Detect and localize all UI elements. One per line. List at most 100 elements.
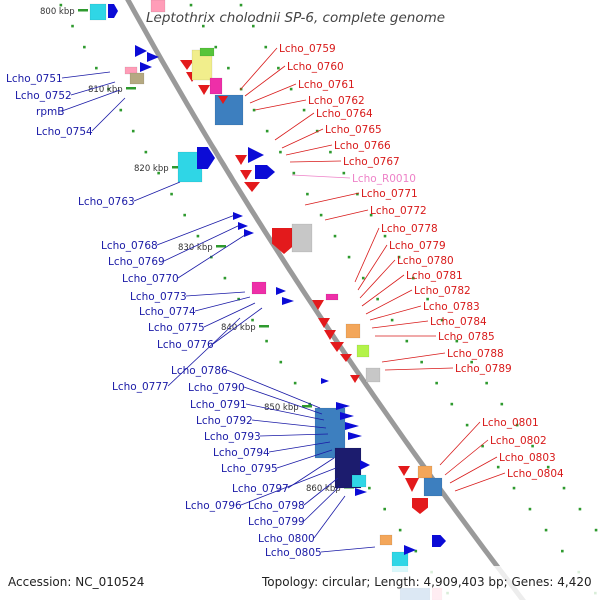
- gene-arrow: [345, 422, 359, 430]
- gene-label-leader: [439, 421, 481, 466]
- gene-label-leader: [313, 495, 346, 539]
- gene-arrow: [218, 96, 228, 104]
- ring-tick: [405, 339, 409, 343]
- kbp-label: 850 kbp: [264, 403, 299, 413]
- gene-label-Lcho_0751: Lcho_0751: [6, 73, 63, 85]
- ring-tick: [578, 507, 582, 511]
- gene-label-leader: [304, 192, 360, 206]
- gene-arrow: [147, 52, 159, 62]
- gene-arrow: [340, 412, 354, 420]
- gene-label-leader: [249, 83, 297, 104]
- ring-tick: [189, 3, 193, 7]
- gene-label-leader: [163, 224, 241, 262]
- gene-label-Lcho_0768: Lcho_0768: [101, 240, 158, 252]
- genome-backbone: [125, 0, 526, 600]
- gene-arrow: [276, 287, 286, 295]
- gene-label-Lcho_0774: Lcho_0774: [139, 306, 196, 318]
- gene-label-Lcho_0783: Lcho_0783: [423, 301, 480, 313]
- gene-label-leader: [354, 227, 380, 283]
- gene-label-leader: [177, 234, 246, 279]
- gene-label-leader: [61, 71, 111, 79]
- gene-label-leader: [274, 112, 315, 141]
- gene-label-leader: [361, 274, 405, 307]
- gene-block: [89, 3, 107, 21]
- gene-label-Lcho_0791: Lcho_0791: [190, 399, 247, 411]
- gene-label-leader: [384, 367, 454, 371]
- ring-tick: [481, 444, 484, 448]
- kbp-label: 820 kbp: [134, 164, 169, 174]
- ring-tick: [496, 465, 500, 469]
- gene-label-leader: [268, 441, 331, 453]
- ring-tick: [157, 171, 160, 175]
- gene-label-Lcho_0781: Lcho_0781: [406, 270, 463, 282]
- ring-tick: [279, 150, 282, 154]
- ring-tick: [500, 402, 504, 406]
- gene-label-Lcho_0789: Lcho_0789: [455, 363, 512, 375]
- ring-tick: [237, 297, 240, 301]
- gene-block: [365, 367, 381, 383]
- ring-tick: [306, 192, 309, 196]
- gene-arrow: [336, 402, 350, 410]
- gene-block: [325, 293, 339, 301]
- gene-label-leader: [91, 97, 126, 132]
- gene-label-leader: [167, 317, 241, 387]
- gene-label-Lcho_0800: Lcho_0800: [258, 533, 315, 545]
- gene-label-Lcho_0770: Lcho_0770: [122, 273, 179, 285]
- ring-tick: [546, 465, 550, 469]
- gene-label-leader: [203, 302, 256, 328]
- gene-label-Lcho_0763: Lcho_0763: [78, 196, 135, 208]
- gene-label-leader: [251, 419, 327, 429]
- gene-block: [214, 94, 244, 126]
- ring-tick: [485, 381, 488, 385]
- ring-tick: [414, 549, 418, 553]
- gene-label-leader: [303, 485, 341, 522]
- gene-label-leader: [212, 307, 263, 345]
- gene-arrow: [318, 318, 330, 328]
- gene-block: [379, 534, 393, 546]
- gene-block: [291, 223, 313, 253]
- gene-label-Lcho_0780: Lcho_0780: [397, 255, 454, 267]
- gene-label-Lcho_0773: Lcho_0773: [130, 291, 187, 303]
- gene-label-leader: [357, 244, 388, 291]
- gene-label-leader: [287, 457, 335, 489]
- gene-arrow: [340, 354, 352, 362]
- gene-label-Lcho_0795: Lcho_0795: [221, 463, 278, 475]
- ring-tick: [277, 66, 280, 70]
- gene-label-Lcho_0796: Lcho_0796: [185, 500, 242, 512]
- gene-label-leader: [303, 477, 339, 506]
- ring-tick: [361, 276, 365, 280]
- gene-label-leader: [281, 128, 324, 149]
- gene-label-Lcho_0760: Lcho_0760: [287, 61, 344, 73]
- gene-arrow: [321, 378, 329, 384]
- ring-tick: [333, 234, 337, 238]
- ring-tick: [251, 318, 254, 322]
- ring-tick: [329, 150, 332, 154]
- gene-arrow: [350, 375, 360, 383]
- gene-arrow: [360, 460, 370, 470]
- gene-arrow: [244, 229, 254, 237]
- gene-label-Lcho_R0010: Lcho_R0010: [352, 173, 416, 185]
- ring-tick: [450, 402, 454, 406]
- gene-label-leader: [194, 296, 251, 312]
- gene-label-Lcho_0771: Lcho_0771: [361, 188, 418, 200]
- ring-tick: [398, 528, 402, 532]
- gene-arrow: [135, 45, 147, 57]
- ring-tick: [455, 339, 459, 343]
- gene-arrow: [248, 147, 264, 163]
- ring-tick: [368, 486, 371, 490]
- ring-tick: [369, 213, 373, 217]
- ring-tick: [107, 87, 110, 91]
- gene-arrow: [404, 545, 416, 555]
- ring-tick: [561, 549, 564, 553]
- topology-text: Topology: circular; Length: 4,909,403 bp…: [262, 575, 592, 589]
- gene-label-Lcho_0784: Lcho_0784: [430, 316, 487, 328]
- gene-block: [423, 477, 443, 497]
- gene-label-leader: [240, 467, 337, 506]
- ring-tick: [544, 528, 548, 532]
- gene-label-Lcho_0798: Lcho_0798: [248, 500, 305, 512]
- kbp-label: 800 kbp: [40, 7, 75, 17]
- gene-label-Lcho_0759: Lcho_0759: [279, 43, 336, 55]
- ring-tick: [470, 360, 473, 364]
